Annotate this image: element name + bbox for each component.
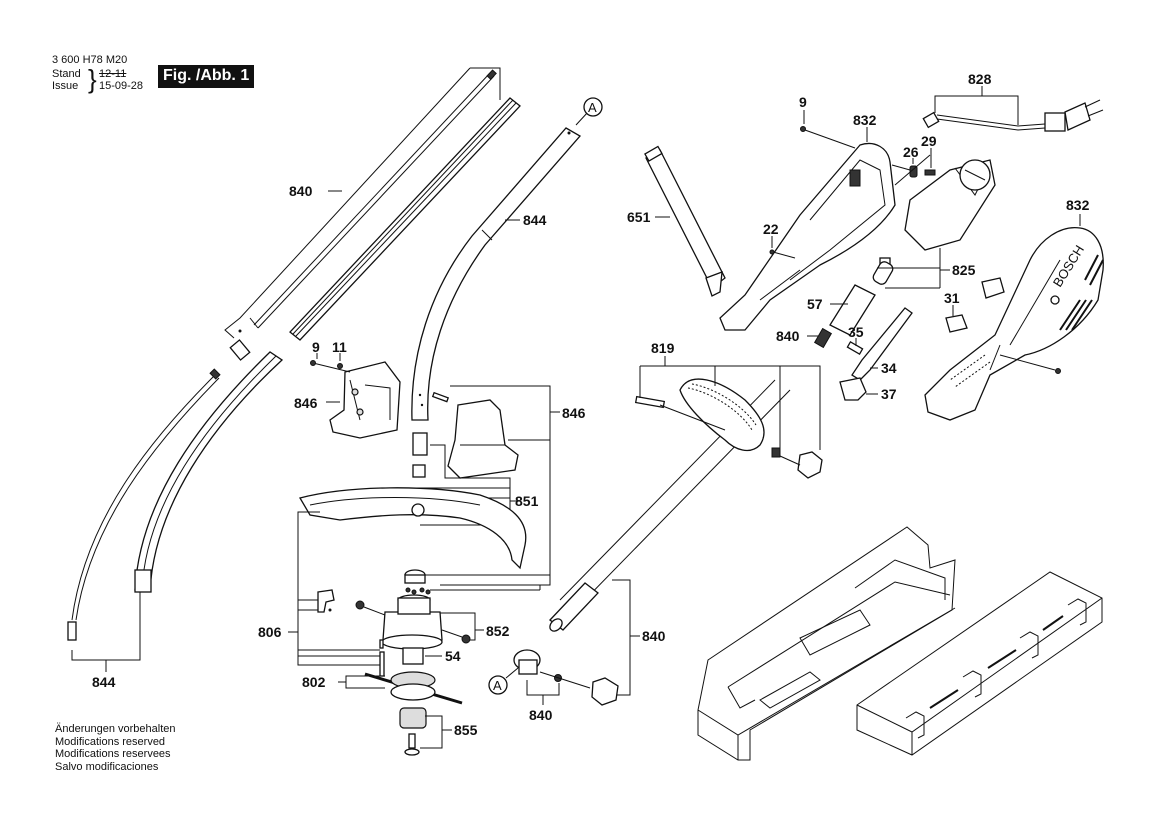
figure-badge: Fig. /Abb. 1 (158, 65, 255, 88)
callout-846-right: 846 (562, 405, 586, 421)
part-832-housing-closed: BOSCH (924, 226, 1104, 421)
callout-855: 855 (454, 722, 478, 738)
part-825-motor (872, 159, 996, 285)
issue-date: 15-09-28 (99, 80, 144, 92)
callout-832-right: 832 (1066, 197, 1090, 213)
callout-35: 35 (848, 324, 864, 340)
part-846-housing-left (329, 361, 401, 439)
part-846-housing-right (431, 391, 519, 479)
part-844-bent-tube (411, 127, 582, 421)
issue-label: Issue (52, 80, 79, 92)
part-31-brush (945, 314, 968, 333)
callout-9-right: 9 (799, 94, 807, 110)
callout-840-knob: 840 (529, 707, 553, 723)
callout-832-left: 832 (853, 112, 877, 128)
note-line: Salvo modificaciones (55, 760, 159, 773)
part-651-bar (644, 145, 726, 297)
ref-a-bottom: A (493, 678, 502, 693)
note-line: Modifications reservees (55, 748, 171, 760)
part-840-spring (813, 327, 833, 349)
document-number: 3 600 H78 M20 (52, 54, 128, 66)
callout-22: 22 (763, 221, 779, 237)
part-852-head-housing (381, 594, 443, 650)
callout-840-shaft: 840 (289, 183, 313, 199)
callout-851: 851 (515, 493, 539, 509)
reference-a-circle-bottom (488, 675, 508, 695)
callout-31: 31 (944, 290, 960, 306)
stand-label: Stand (52, 68, 81, 80)
callout-9-left: 9 (312, 339, 320, 355)
part-brush-block (981, 277, 1005, 299)
callout-844-tube: 844 (523, 212, 547, 228)
callout-844-cable: 844 (92, 674, 116, 690)
callout-840-lower: 840 (642, 628, 666, 644)
callout-840-spring: 840 (776, 328, 800, 344)
note-line: Modifications reserved (55, 735, 166, 748)
part-828-power-cord (922, 99, 1104, 132)
callout-819: 819 (651, 340, 675, 356)
callout-34: 34 (881, 360, 897, 376)
part-855-bump-knob (399, 707, 427, 729)
callout-37: 37 (881, 386, 897, 402)
callout-651: 651 (627, 209, 651, 225)
packaging-box-open (697, 526, 956, 761)
part-832-housing-open (719, 142, 896, 331)
part-840-drive-shaft (229, 69, 521, 361)
part-54-core (402, 647, 424, 665)
callout-828: 828 (968, 71, 992, 87)
callout-846-left: 846 (294, 395, 318, 411)
callout-806: 806 (258, 624, 282, 640)
clip-part (317, 589, 335, 613)
ref-a-top: A (588, 100, 597, 115)
modification-notes: Änderungen vorbehalten Modifications res… (55, 723, 175, 773)
part-37-switch (839, 377, 867, 401)
packaging-box-closed (856, 571, 1103, 756)
part-844-flex-shaft (67, 351, 284, 641)
stand-old-date: 12-11 (99, 68, 127, 80)
part-guard (299, 487, 527, 570)
coupling-sleeve (412, 432, 428, 456)
part-819-aux-handle (634, 378, 823, 479)
brace-glyph: } (88, 64, 97, 94)
knob-icon (591, 677, 619, 706)
callout-11: 11 (332, 339, 347, 355)
callout-825: 825 (952, 262, 976, 278)
callout-802: 802 (302, 674, 326, 690)
callout-26: 26 (903, 144, 919, 160)
reference-a-circle (583, 97, 603, 117)
coupling-pin (412, 464, 426, 478)
part-57-tube (829, 284, 876, 336)
callout-29: 29 (921, 133, 937, 149)
note-line: Änderungen vorbehalten (55, 723, 176, 735)
callout-57: 57 (807, 296, 823, 312)
callout-852: 852 (486, 623, 510, 639)
callout-54: 54 (445, 648, 461, 664)
part-840-clamp (513, 649, 619, 706)
